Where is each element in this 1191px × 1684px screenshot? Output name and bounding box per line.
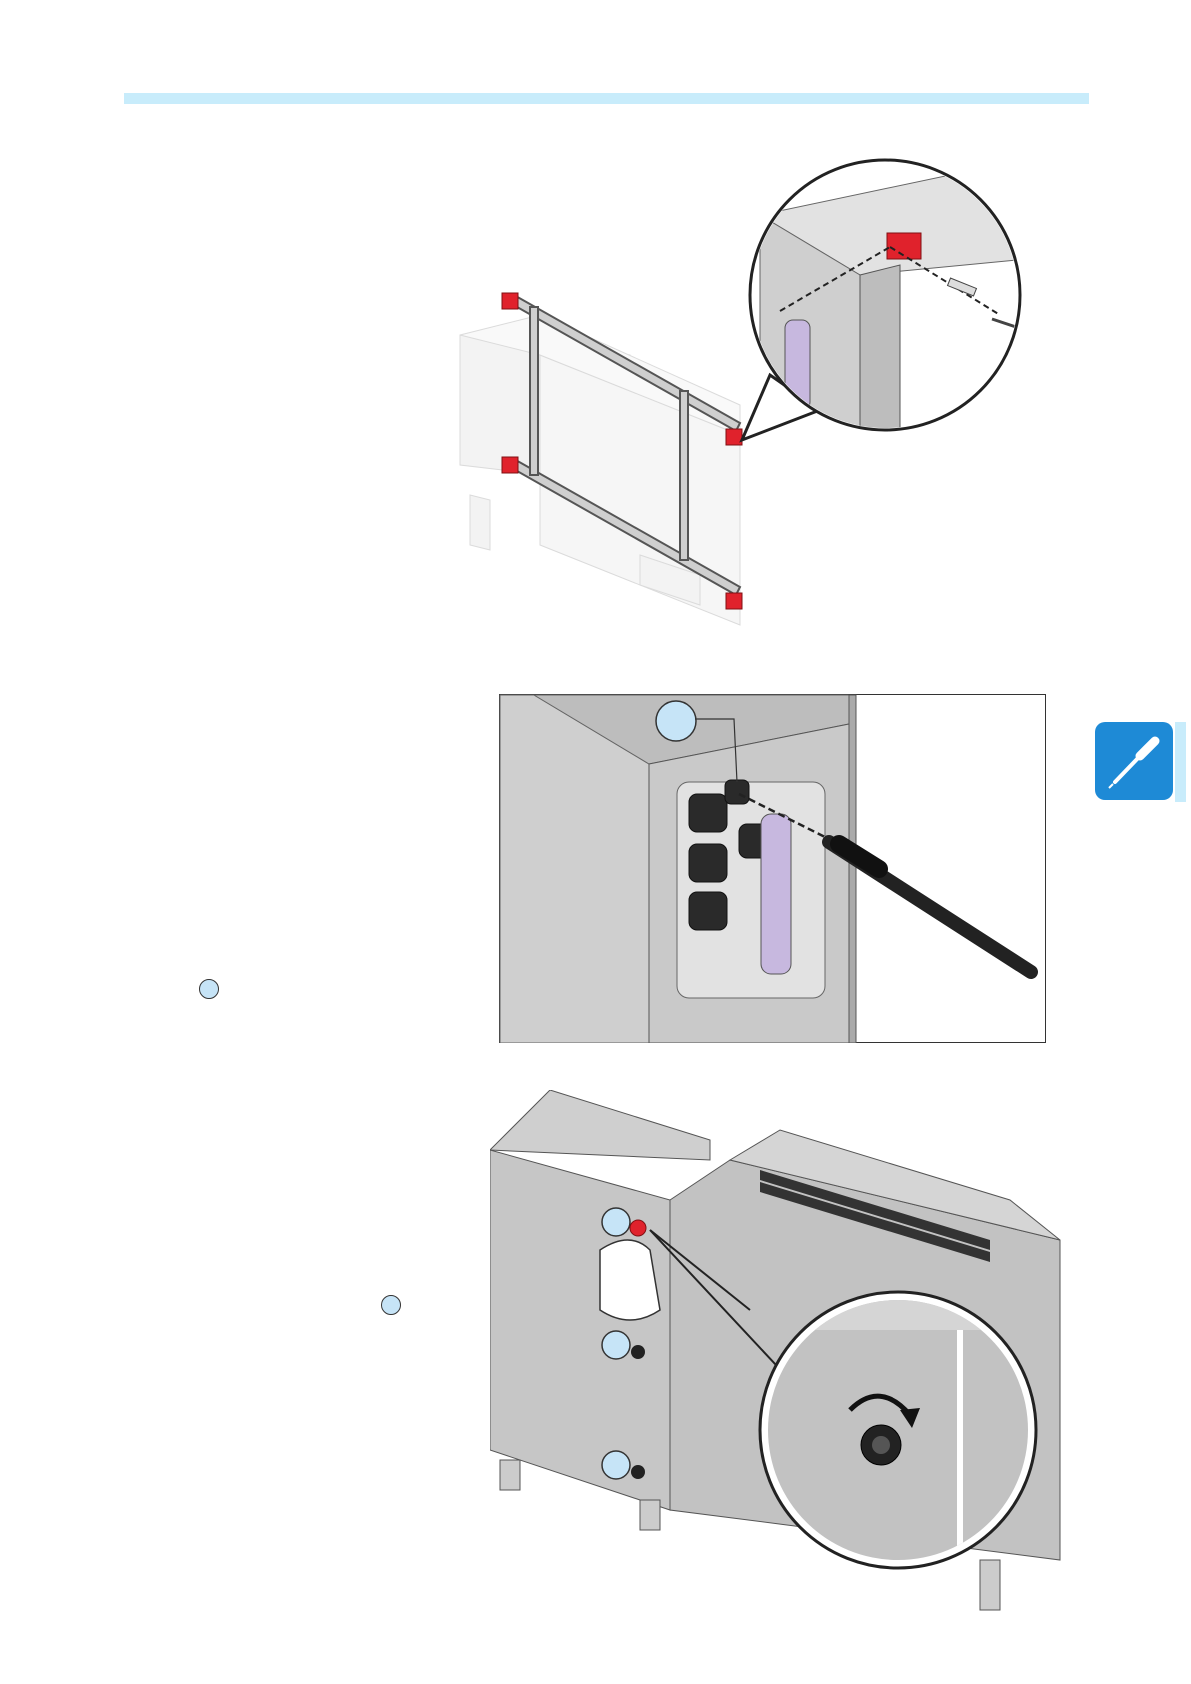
callout-badge [199, 979, 219, 999]
header-bar [124, 93, 1089, 104]
zoom-circle [750, 160, 1103, 445]
antenna-installation-figure [499, 694, 1046, 1043]
screwdriver-icon [1095, 722, 1173, 800]
cap-rotation-figure [490, 1090, 1070, 1660]
bracket-mounting-figure [440, 155, 1120, 645]
callout-badge [656, 701, 696, 741]
tab-stripe [1175, 722, 1186, 802]
tab-box [1095, 722, 1173, 800]
section-tab [1095, 722, 1191, 802]
callout-badge [381, 1295, 401, 1315]
